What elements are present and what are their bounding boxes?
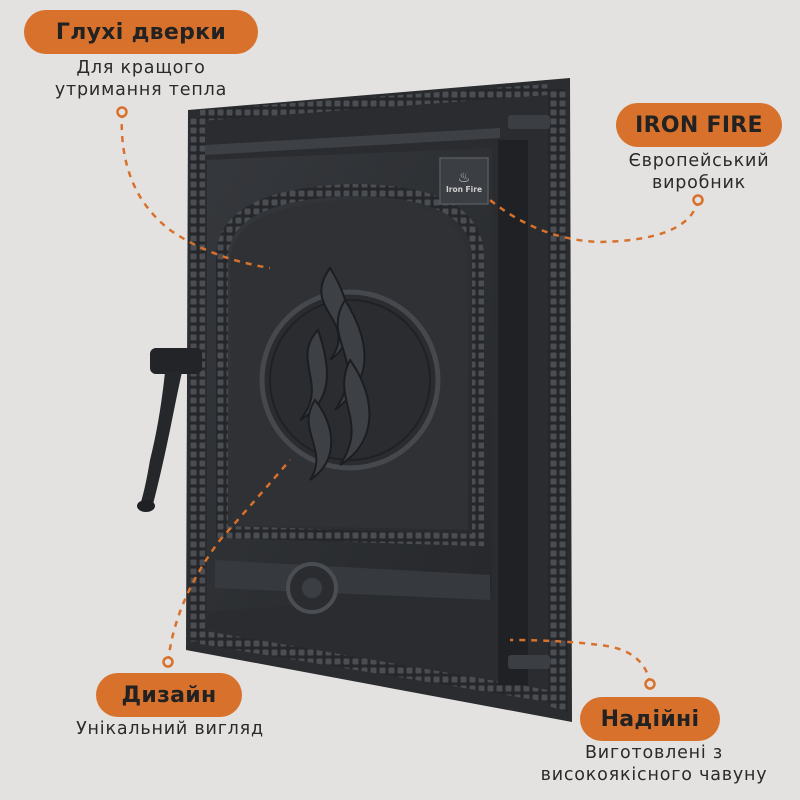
door-latch-handle[interactable] bbox=[137, 348, 202, 512]
callout-reliable-text: Виготовлені з високоякісного чавуну bbox=[540, 743, 768, 785]
door-leaf bbox=[207, 148, 492, 614]
callout-brand-title: IRON FIRE bbox=[616, 103, 782, 147]
callout-design-title: Дизайн bbox=[96, 673, 242, 717]
callout-blind-door-title: Глухі дверки bbox=[24, 10, 258, 54]
leader-blind-door bbox=[120, 111, 271, 270]
callout-reliable-title: Надійні bbox=[580, 697, 720, 741]
callout-design-text: Унікальний вигляд bbox=[76, 719, 264, 739]
brand-logo-text: Iron Fire bbox=[445, 184, 483, 194]
leader-brand bbox=[489, 199, 700, 244]
callout-blind-door-text: Для кращого утримання тепла bbox=[54, 58, 228, 100]
callout-brand-text: Європейський виробник bbox=[628, 151, 770, 193]
leader-endpoints bbox=[116, 106, 704, 690]
brand-logo: ♨ Iron Fire bbox=[440, 160, 488, 204]
flame-emblem bbox=[299, 266, 371, 481]
leader-lines bbox=[120, 111, 700, 685]
door-hinges bbox=[498, 115, 550, 685]
flame-icon: ♨ bbox=[457, 169, 471, 186]
leader-design bbox=[166, 459, 291, 663]
